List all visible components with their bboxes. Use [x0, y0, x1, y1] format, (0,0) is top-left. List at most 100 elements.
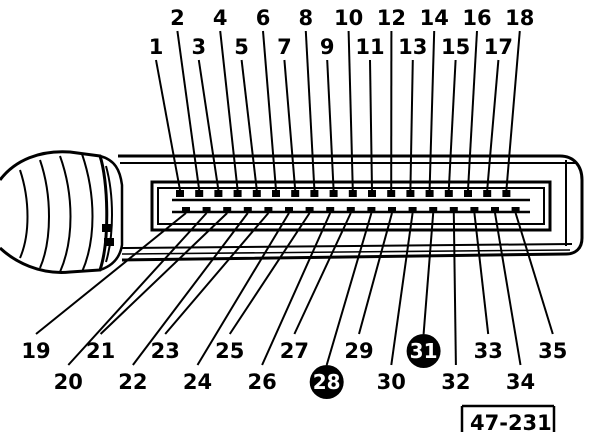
contact-11: [368, 190, 376, 197]
highlight-marker-28: [309, 365, 344, 399]
pin-label-14: 14: [420, 6, 449, 30]
pin-label-19: 19: [21, 339, 50, 363]
figure-reference: 47-231: [460, 404, 556, 435]
contact-26: [326, 207, 335, 213]
leader-line-25: [228, 212, 311, 335]
pin-label-1: 1: [149, 35, 164, 59]
pin-label-5: 5: [234, 35, 249, 59]
leader-line-27: [293, 212, 352, 335]
contact-7: [291, 190, 300, 197]
leader-line-11: [369, 59, 373, 191]
contact-2: [195, 190, 204, 197]
pin-label-30: 30: [377, 370, 406, 394]
pin-label-7: 7: [277, 35, 292, 59]
contact-16: [464, 190, 472, 197]
pin-label-18: 18: [505, 6, 534, 30]
leader-line-30: [390, 212, 414, 366]
pin-label-20: 20: [54, 370, 83, 394]
leader-line-13: [409, 59, 414, 191]
pin-label-22: 22: [118, 370, 147, 394]
contact-35: [511, 207, 520, 213]
contact-9: [329, 190, 338, 197]
pin-label-23: 23: [151, 339, 180, 363]
pin-label-25: 25: [215, 339, 244, 363]
contact-28: [367, 207, 376, 213]
pin-label-34: 34: [506, 370, 535, 394]
leader-line-32: [452, 212, 457, 366]
pin-label-2: 2: [170, 6, 185, 30]
contact-31: [429, 207, 438, 213]
pin-label-24: 24: [183, 370, 212, 394]
pin-label-9: 9: [320, 35, 335, 59]
contact-12: [387, 190, 396, 197]
highlight-marker-31: [406, 334, 441, 368]
contact-24: [285, 207, 293, 213]
leader-line-2: [176, 30, 201, 191]
leader-lines: [35, 30, 554, 366]
leader-line-33: [473, 212, 490, 335]
contact-34: [491, 207, 499, 213]
leader-line-22: [132, 212, 249, 366]
pin-label-15: 15: [441, 35, 470, 59]
pin-label-27: 27: [280, 339, 309, 363]
pin-label-35: 35: [538, 339, 567, 363]
contact-20: [202, 207, 211, 213]
contact-25: [305, 207, 314, 213]
contact-18: [502, 190, 511, 197]
pin-label-4: 4: [213, 6, 228, 30]
leader-line-10: [347, 30, 354, 191]
pin-label-31: 31: [410, 339, 438, 363]
figure-reference-label: 47-231: [470, 411, 552, 435]
top-contact-row: [176, 190, 511, 197]
contact-23: [264, 207, 273, 213]
pin-label-11: 11: [355, 35, 384, 59]
contact-13: [406, 190, 415, 197]
leader-line-7: [283, 59, 297, 191]
leader-line-15: [447, 59, 457, 191]
contact-22: [243, 207, 252, 213]
leader-line-6: [262, 30, 277, 191]
cable-boot: [0, 150, 124, 274]
contact-3: [214, 190, 223, 197]
pin-label-6: 6: [256, 6, 271, 30]
pin-label-21: 21: [86, 339, 115, 363]
pin-label-16: 16: [462, 6, 491, 30]
leader-line-26: [261, 212, 332, 366]
leader-line-31: [422, 212, 435, 335]
bottom-contact-row: [182, 207, 520, 213]
contact-10: [348, 190, 357, 197]
pin-label-13: 13: [398, 35, 427, 59]
contact-17: [483, 190, 492, 197]
leader-line-28: [325, 212, 373, 366]
contact-19: [182, 207, 190, 213]
leader-line-1: [155, 59, 181, 191]
leader-line-20: [67, 212, 208, 366]
leader-line-18: [505, 30, 521, 191]
leader-line-35: [514, 212, 554, 335]
leader-line-21: [99, 212, 228, 335]
contact-6: [272, 190, 280, 197]
pin-label-32: 32: [441, 370, 470, 394]
leader-line-5: [240, 59, 258, 191]
leader-line-8: [304, 30, 316, 191]
contact-33: [470, 207, 479, 213]
contact-5: [252, 190, 261, 197]
pin-label-26: 26: [247, 370, 276, 394]
pin-label-33: 33: [474, 339, 503, 363]
pin-label-28: 28: [313, 370, 341, 394]
leader-line-9: [326, 59, 335, 191]
contact-27: [346, 207, 355, 213]
leader-line-34: [494, 212, 522, 366]
leader-line-23: [164, 212, 270, 335]
contact-30: [408, 207, 417, 213]
pin-label-29: 29: [344, 339, 373, 363]
pin-label-17: 17: [484, 35, 513, 59]
contact-1: [176, 190, 184, 197]
leader-line-16: [467, 30, 478, 191]
contact-8: [310, 190, 319, 197]
contact-14: [425, 190, 434, 197]
leader-line-3: [197, 59, 220, 191]
contact-15: [444, 190, 453, 197]
contact-4: [233, 190, 242, 197]
